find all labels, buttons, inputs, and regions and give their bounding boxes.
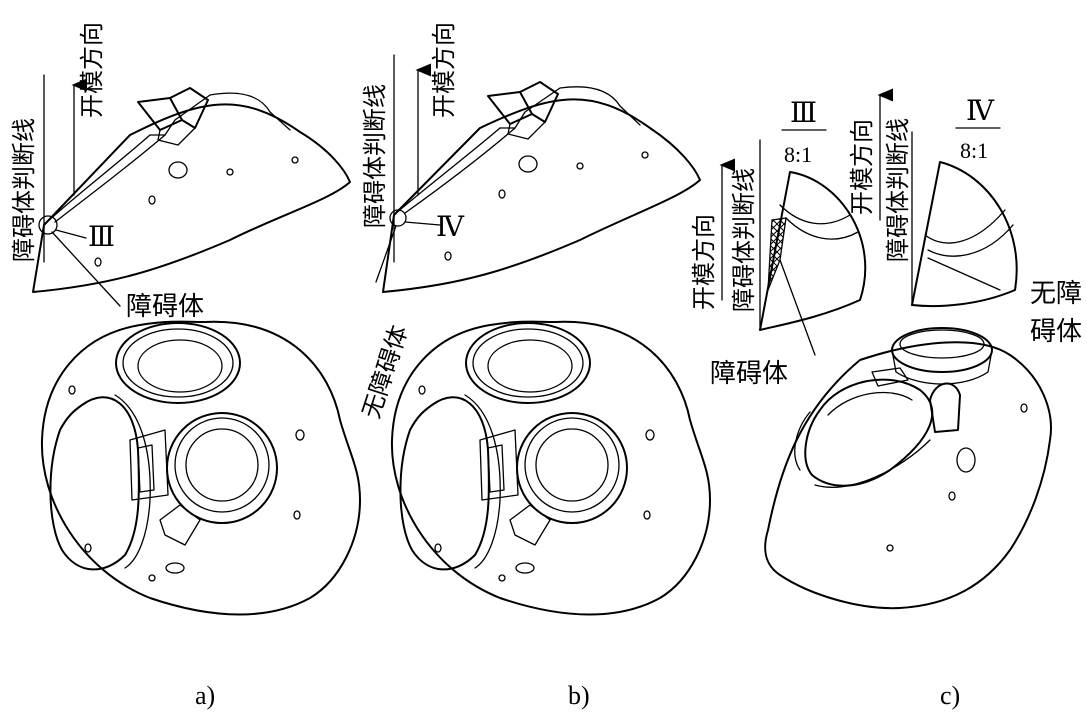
detail-IV-scale: 8:1 xyxy=(960,138,988,163)
detail-III-scale: 8:1 xyxy=(784,142,812,167)
detail-marker-a: Ⅲ xyxy=(88,222,115,253)
parting-line-label-b: 障碍体判断线 xyxy=(361,84,389,228)
detail-IV-no-obstacle-2: 碍体 xyxy=(1030,317,1082,347)
detail-III-obstacle: 障碍体 xyxy=(710,359,788,389)
detail-IV-parting-line: 障碍体判断线 xyxy=(884,118,912,262)
detail-III-parting-line: 障碍体判断线 xyxy=(730,168,758,312)
caption-a: a) xyxy=(195,681,215,710)
part-side-view-a xyxy=(32,74,351,307)
detail-III xyxy=(719,129,867,356)
part-top-view-a xyxy=(40,320,361,616)
parting-line-label-a: 障碍体判断线 xyxy=(10,118,38,262)
detail-IV-roman: Ⅳ xyxy=(966,96,995,127)
detail-IV xyxy=(877,88,1018,308)
detail-III-roman: Ⅲ xyxy=(790,98,817,129)
detail-marker-b: Ⅳ xyxy=(436,212,465,243)
mold-opening-label-b: 开模方向 xyxy=(430,22,458,118)
part-top-view-b xyxy=(390,320,711,616)
detail-IV-no-obstacle-1: 无障 xyxy=(1030,279,1082,309)
caption-b: b) xyxy=(568,681,590,710)
panel-b: 障碍体判断线 开模方向 Ⅳ 无障碍体 b) xyxy=(357,22,711,710)
panel-a: 障碍体判断线 开模方向 Ⅲ 障碍体 xyxy=(10,22,361,710)
detail-IV-mold-opening: 开模方向 xyxy=(848,119,876,215)
mold-opening-label-a: 开模方向 xyxy=(78,22,106,118)
part-side-view-b xyxy=(375,54,701,293)
obstacle-label-a: 障碍体 xyxy=(126,292,204,322)
caption-c: c) xyxy=(940,681,960,710)
detail-III-mold-opening: 开模方向 xyxy=(690,214,718,310)
no-obstacle-label-b: 无障碍体 xyxy=(357,322,413,422)
part-isometric-c xyxy=(764,327,1052,610)
panel-c: Ⅲ 8:1 开模方向 障碍体判断线 障碍体 Ⅳ 8:1 开模方向 障碍体判断线 … xyxy=(690,88,1082,710)
